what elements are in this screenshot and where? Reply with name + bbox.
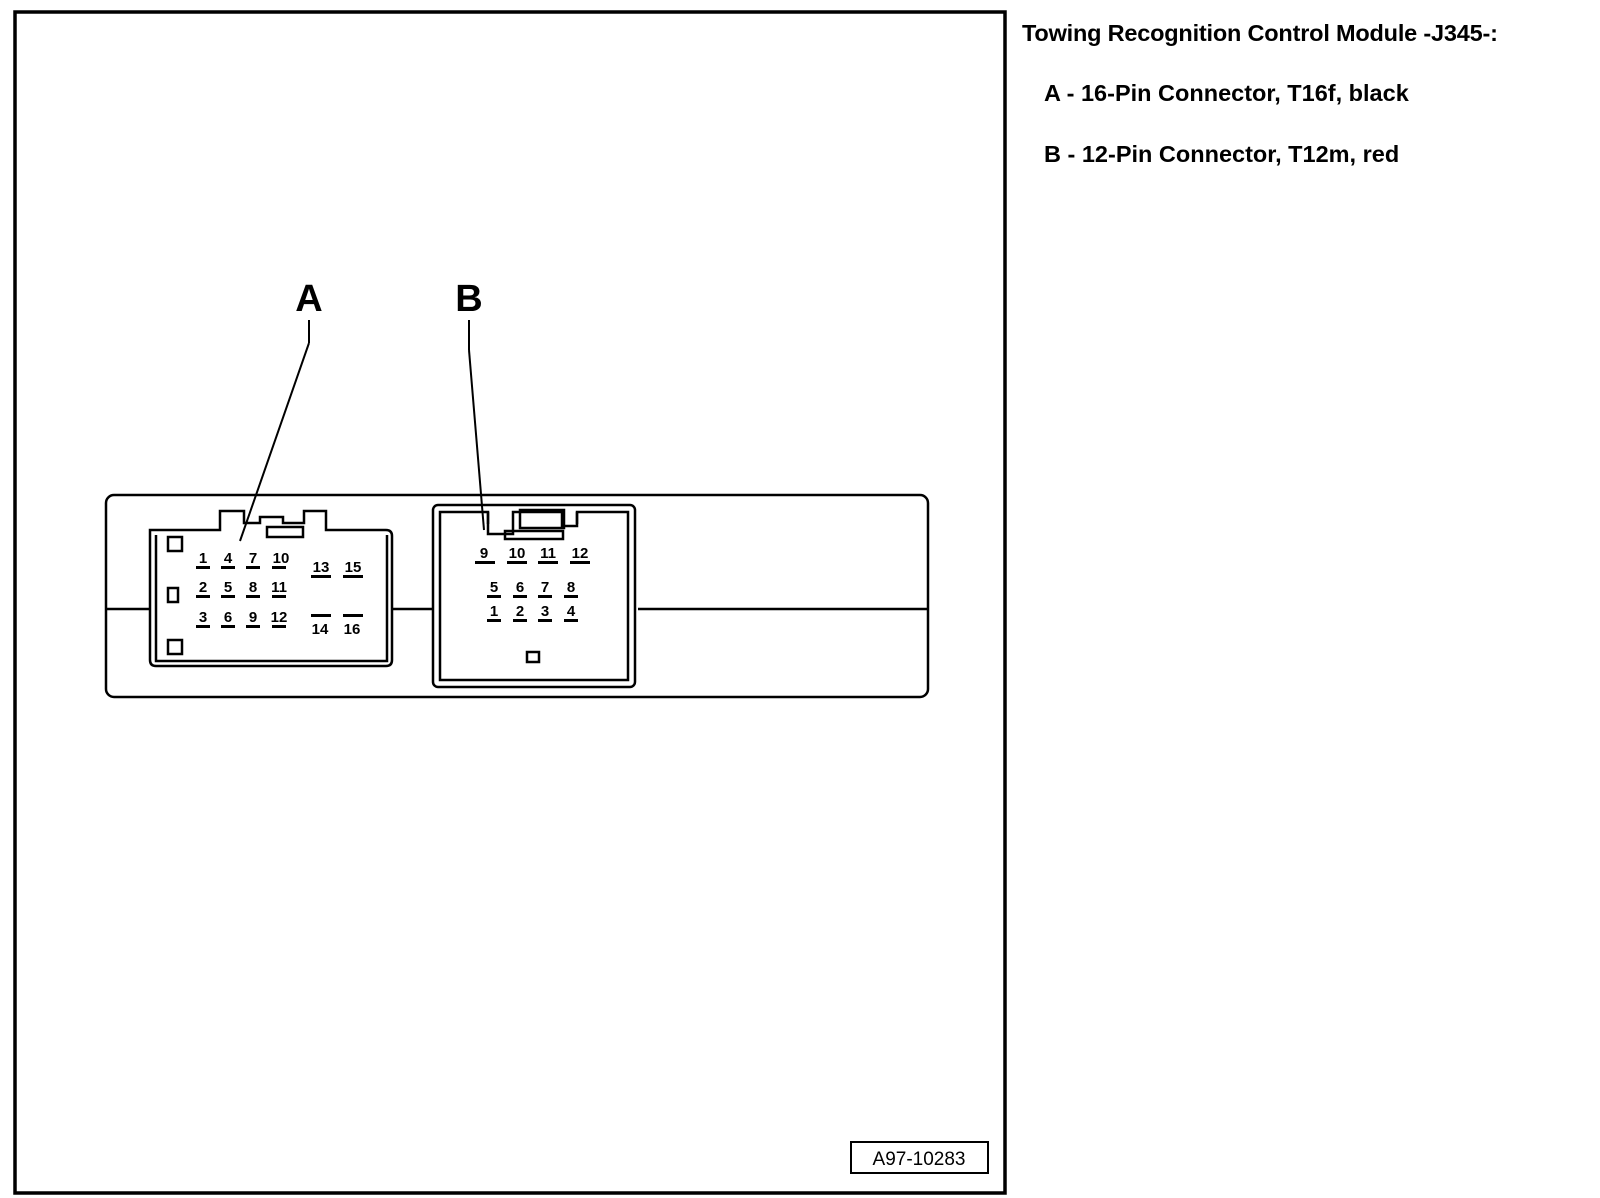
pin-a-5: 5 xyxy=(224,579,232,596)
pin-a-7: 7 xyxy=(249,550,257,567)
pin-b-5: 5 xyxy=(490,579,498,596)
pin-b-3: 3 xyxy=(541,603,549,620)
pin-a-1: 1 xyxy=(199,550,207,567)
connector-a-housing xyxy=(148,509,394,668)
pin-a-10: 10 xyxy=(273,550,290,567)
pin-a-3: 3 xyxy=(199,609,207,626)
callout-b: B xyxy=(455,278,482,320)
pin-a-6: 6 xyxy=(224,609,232,626)
pin-a-15: 15 xyxy=(345,559,362,576)
pin-a-2: 2 xyxy=(199,579,207,596)
pin-a-9: 9 xyxy=(249,609,257,626)
connector-b-housing xyxy=(431,503,637,689)
figure-id-box xyxy=(850,1141,989,1174)
pin-b-7: 7 xyxy=(541,579,549,596)
pin-b-6: 6 xyxy=(516,579,524,596)
figure-frame xyxy=(13,10,1007,1195)
connector-b-pin-bars xyxy=(475,561,590,622)
connector-a-pins: 1 4 7 10 13 15 2 5 8 11 3 6 9 12 14 16 xyxy=(199,550,362,638)
pin-a-12: 12 xyxy=(271,609,288,626)
pin-b-10: 10 xyxy=(509,545,526,562)
callout-leaders xyxy=(239,320,485,542)
pin-b-12: 12 xyxy=(572,545,589,562)
pin-b-4: 4 xyxy=(567,603,576,620)
pin-a-13: 13 xyxy=(313,559,330,576)
legend-item-a: A - 16-Pin Connector, T16f, black xyxy=(1044,80,1409,106)
pin-a-8: 8 xyxy=(249,579,257,596)
callout-a: A xyxy=(295,278,322,320)
connector-b-pins: 9 10 11 12 5 6 7 8 1 2 3 4 xyxy=(480,545,589,620)
control-module-housing xyxy=(104,493,930,699)
connector-a-pin-bars xyxy=(196,566,363,628)
pin-b-1: 1 xyxy=(490,603,498,620)
pin-a-11: 11 xyxy=(271,579,287,596)
pin-a-4: 4 xyxy=(224,550,233,567)
legend-item-b: B - 12-Pin Connector, T12m, red xyxy=(1044,141,1400,167)
pin-b-9: 9 xyxy=(480,545,488,562)
legend-title: Towing Recognition Control Module -J345-… xyxy=(1022,20,1498,46)
pin-a-14: 14 xyxy=(312,621,329,638)
pin-b-8: 8 xyxy=(567,579,575,596)
pin-b-11: 11 xyxy=(540,545,556,562)
pin-a-16: 16 xyxy=(344,621,361,638)
pin-b-2: 2 xyxy=(516,603,524,620)
figure-id: A97-10283 xyxy=(873,1149,966,1170)
